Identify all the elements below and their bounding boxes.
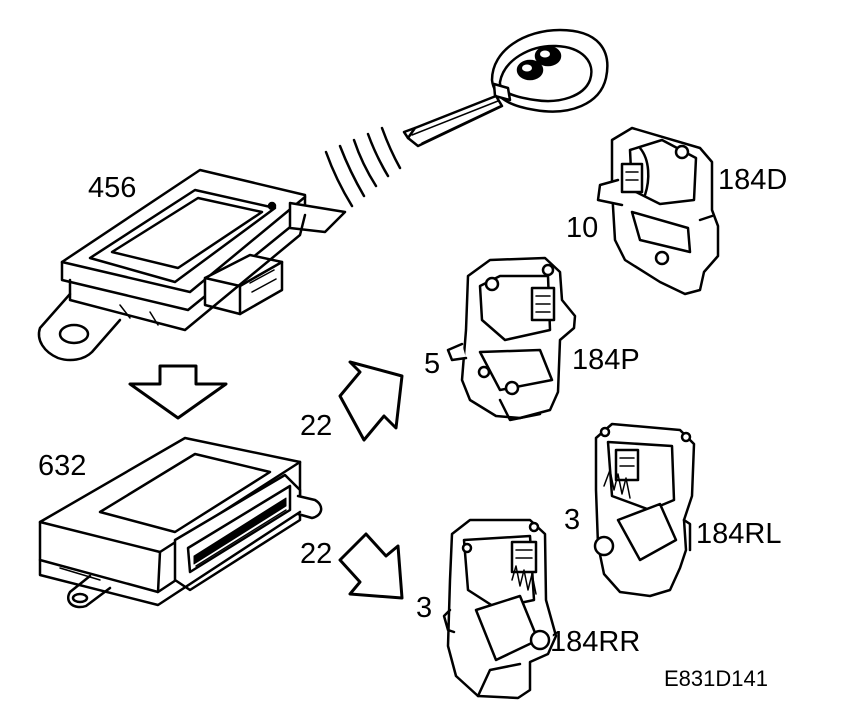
label-wire-lower: 22 — [300, 538, 333, 570]
door-lock-driver — [596, 126, 720, 296]
door-lock-rear-left — [593, 422, 696, 598]
label-conn-rear-left: 3 — [564, 504, 581, 536]
rf-receiver-module — [37, 168, 347, 362]
down-arrow-icon — [128, 364, 228, 420]
figure-id: E831D141 — [664, 666, 768, 691]
label-rf-receiver: 456 — [88, 172, 137, 204]
key-fob-icon — [402, 28, 609, 148]
diagonal-arrow-icon — [338, 360, 404, 600]
label-door-lock-passenger: 184P — [572, 344, 640, 376]
label-conn-rear-right: 3 — [416, 592, 433, 624]
label-door-lock-rear-right: 184RR — [550, 626, 641, 658]
label-wire-upper: 22 — [300, 410, 333, 442]
label-door-lock-driver: 184D — [718, 164, 788, 196]
control-module — [38, 436, 323, 609]
door-lock-passenger — [446, 256, 577, 422]
label-conn-driver: 10 — [566, 212, 599, 244]
label-door-lock-rear-left: 184RL — [696, 518, 782, 550]
radio-waves-icon — [324, 126, 402, 208]
label-conn-passenger: 5 — [424, 348, 441, 380]
label-control-module: 632 — [38, 450, 87, 482]
door-lock-rear-right — [442, 518, 558, 700]
